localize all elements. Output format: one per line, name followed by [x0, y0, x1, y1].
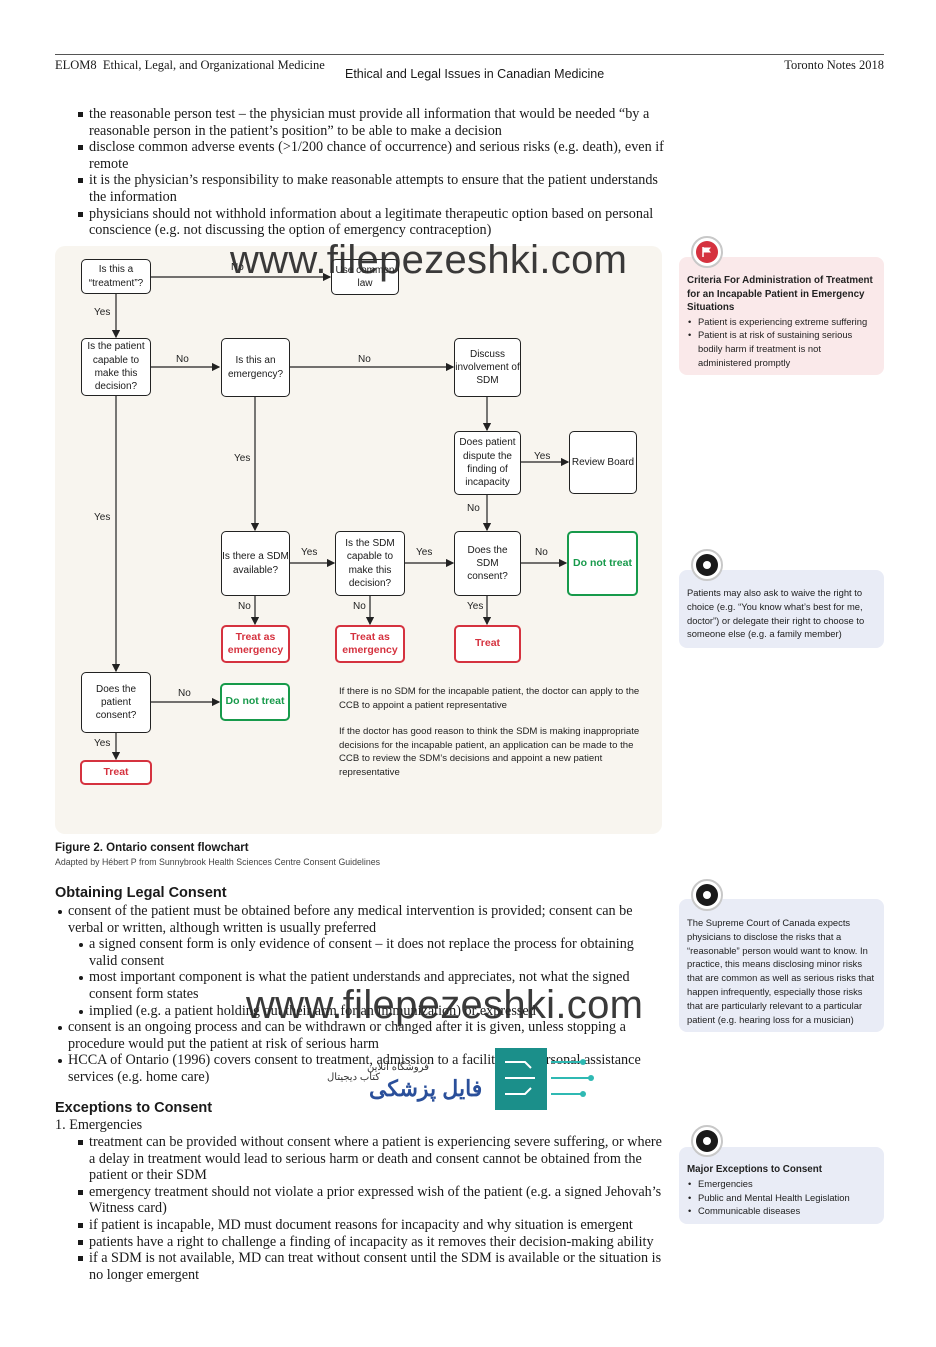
header-left: ELOM8 Ethical, Legal, and Organizational…: [55, 58, 325, 73]
list-item: Public and Mental Health Legislation: [688, 1191, 876, 1205]
edge-label-yes: Yes: [467, 601, 484, 612]
watermark-text: www.filepezeshki.com: [230, 238, 628, 282]
pearl-icon: [691, 1125, 723, 1157]
list-item: most important component is what the pat…: [79, 969, 643, 1002]
edge-label-yes: Yes: [234, 453, 251, 464]
node-use-common-law: Use common law: [331, 259, 399, 295]
list-item: physicians should not withhold informati…: [78, 206, 664, 239]
edge-label-no: No: [178, 688, 191, 699]
header-rule: [55, 54, 884, 55]
edge-label-no: No: [467, 503, 480, 514]
node-do-not-treat: Do not treat: [220, 683, 290, 721]
logo-text-small: فروشگاه آنلاین: [367, 1062, 430, 1073]
list-item: patients have a right to challenge a fin…: [78, 1234, 664, 1251]
header-edition: Toronto Notes 2018: [784, 58, 884, 72]
node-do-not-treat: Do not treat: [567, 531, 638, 596]
logo-text-small: کتاب دیجیتال: [327, 1072, 381, 1083]
sidebar-text: The Supreme Court of Canada expects phys…: [687, 917, 875, 1025]
figure-credit: Adapted by Hébert P from Sunnybrook Heal…: [55, 857, 381, 867]
list-item: disclose common adverse events (>1/200 c…: [78, 139, 664, 172]
exceptions-list: treatment can be provided without consen…: [78, 1134, 664, 1283]
list-item: treatment can be provided without consen…: [78, 1134, 664, 1184]
edge-label-no: No: [353, 601, 366, 612]
list-item: it is the physician’s responsibility to …: [78, 172, 664, 205]
header-chapter: Ethical, Legal, and Organizational Medic…: [102, 58, 325, 72]
list-item: Patient is experiencing extreme sufferin…: [688, 315, 876, 329]
pearl-icon: [691, 549, 723, 581]
logo-text-main: فایل پزشکی: [369, 1076, 483, 1101]
node-sdm-capable: Is the SDM capable to make this decision…: [335, 531, 405, 596]
sidebar-box-exceptions: Major Exceptions to Consent Emergencies …: [679, 1147, 884, 1224]
header-code: ELOM8: [55, 58, 97, 72]
edge-label-no: No: [535, 547, 548, 558]
node-is-emergency: Is this an emergency?: [221, 338, 290, 397]
flowchart-note: If there is no SDM for the incapable pat…: [339, 686, 640, 711]
node-discuss-sdm: Discuss involvement of SDM: [454, 338, 521, 397]
pearl-icon: [691, 879, 723, 911]
node-treat-as-emergency: Treat as emergency: [221, 625, 290, 663]
watermark-text: www.filepezeshki.com: [246, 983, 644, 1027]
list-item: Emergencies: [688, 1177, 876, 1191]
sidebar-box-title: Criteria For Administration of Treatment…: [687, 275, 873, 313]
edge-label-yes: Yes: [94, 512, 111, 523]
sidebar-box-criteria: Criteria For Administration of Treatment…: [679, 257, 884, 375]
edge-label-no: No: [176, 354, 189, 365]
logo-circuit-icon: [505, 1059, 594, 1097]
node-sdm-consent: Does the SDM consent?: [454, 531, 521, 596]
node-treat: Treat: [80, 760, 152, 785]
edge-label-no: No: [231, 262, 244, 273]
list-item: emergency treatment should not violate a…: [78, 1184, 664, 1217]
subsection-heading: 1. Emergencies: [55, 1117, 143, 1133]
node-treat-as-emergency: Treat as emergency: [335, 625, 405, 663]
section-heading: Obtaining Legal Consent: [55, 885, 227, 901]
node-is-treatment: Is this a “treatment”?: [81, 259, 151, 294]
figure-caption: Figure 2. Ontario consent flowchart: [55, 842, 249, 854]
edge-label-no: No: [238, 601, 251, 612]
sidebar-list: Emergencies Public and Mental Health Leg…: [687, 1177, 876, 1218]
edge-label-yes: Yes: [416, 547, 433, 558]
list-item: Patient is at risk of sustaining serious…: [688, 328, 876, 369]
flag-icon: [691, 236, 723, 268]
edge-label-yes: Yes: [94, 307, 111, 318]
watermark-logo: فروشگاه آنلاین کتاب دیجیتال فایل پزشکی: [325, 1048, 597, 1110]
sidebar-list: Patient is experiencing extreme sufferin…: [687, 315, 876, 370]
list-item: Communicable diseases: [688, 1204, 876, 1218]
edge-label-yes: Yes: [94, 738, 111, 749]
list-item: a signed consent form is only evidence o…: [79, 936, 643, 969]
header-section: Ethical and Legal Issues in Canadian Med…: [345, 67, 605, 81]
node-treat: Treat: [454, 625, 521, 663]
intro-bullet-list: the reasonable person test – the physici…: [78, 106, 664, 239]
sidebar-box-waive: Patients may also ask to waive the right…: [679, 570, 884, 648]
list-item: consent of the patient must be obtained …: [58, 903, 643, 1020]
sidebar-text: Patients may also ask to waive the right…: [687, 587, 865, 640]
node-patient-consent: Does the patient consent?: [81, 672, 151, 733]
obtaining-sub-list: a signed consent form is only evidence o…: [79, 936, 643, 1020]
list-item: if patient is incapable, MD must documen…: [78, 1217, 664, 1234]
edge-label-yes: Yes: [301, 547, 318, 558]
flowchart-note: If the doctor has good reason to think t…: [339, 726, 640, 778]
list-item: if a SDM is not available, MD can treat …: [78, 1250, 664, 1283]
sidebar-box-title: Major Exceptions to Consent: [687, 1164, 822, 1175]
node-patient-capable: Is the patient capable to make this deci…: [81, 338, 151, 396]
list-item: the reasonable person test – the physici…: [78, 106, 664, 139]
edge-label-no: No: [358, 354, 371, 365]
node-dispute-incapacity: Does patient dispute the finding of inca…: [454, 431, 521, 495]
node-sdm-available: Is there a SDM available?: [221, 531, 290, 596]
section-heading: Exceptions to Consent: [55, 1100, 213, 1116]
edge-label-yes: Yes: [534, 451, 551, 462]
node-review-board: Review Board: [569, 431, 637, 494]
sidebar-box-supreme-court: The Supreme Court of Canada expects phys…: [679, 899, 884, 1032]
list-item: consent is an ongoing process and can be…: [58, 1019, 643, 1052]
list-item: implied (e.g. a patient holding out thei…: [79, 1003, 643, 1020]
